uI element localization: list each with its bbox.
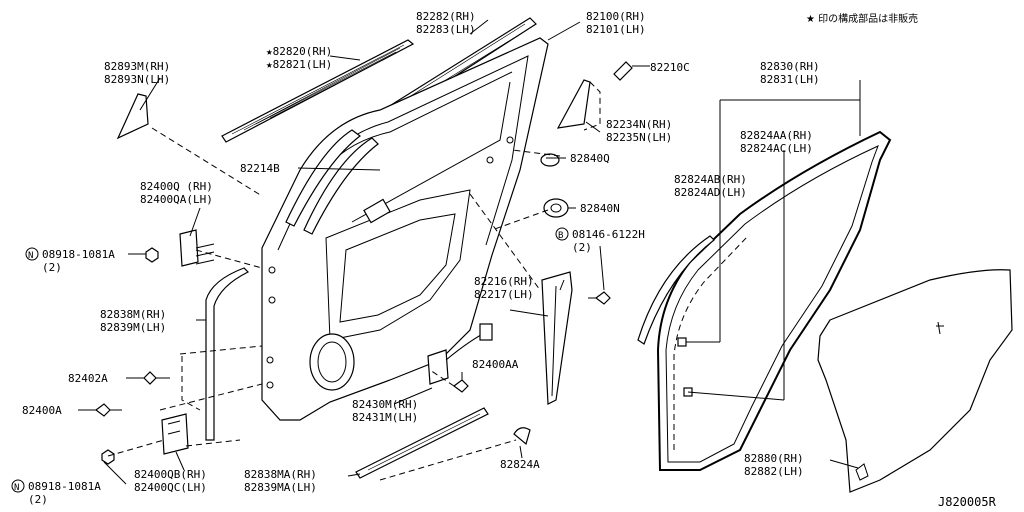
nut-upper-icon bbox=[145, 247, 159, 263]
label-82402a: 82402A bbox=[68, 372, 108, 385]
corner-trim-82234n bbox=[556, 79, 601, 131]
door-opening-weatherstrip bbox=[637, 130, 892, 471]
rear-sash-channel bbox=[541, 271, 573, 405]
bolt-08146-icon bbox=[588, 291, 611, 305]
label-82880: 82880(RH) bbox=[744, 452, 804, 465]
door-lock-actuator bbox=[427, 323, 493, 385]
door-hinge-lower bbox=[161, 413, 189, 455]
label-82824ab: 82824AB(RH) bbox=[674, 173, 747, 186]
door-sealing-screen bbox=[817, 269, 1013, 493]
grommet-82840n-icon bbox=[543, 198, 569, 218]
bolt-82400aa-icon bbox=[453, 379, 469, 393]
label-82893m: 82893M(RH) bbox=[104, 60, 170, 73]
label-82820: ★82820(RH) bbox=[266, 45, 332, 58]
label-08146: 08146-6122H bbox=[572, 228, 645, 241]
label-82400qb: 82400QB(RH) bbox=[134, 468, 207, 481]
nut-lower-icon bbox=[101, 449, 115, 465]
label-08918-2-qty: (2) bbox=[28, 493, 48, 506]
diagram-code: J820005R bbox=[938, 495, 997, 509]
label-82101: 82101(LH) bbox=[586, 23, 646, 36]
label-08146-qty: (2) bbox=[572, 241, 592, 254]
label-82400qc: 82400QC(LH) bbox=[134, 481, 207, 494]
label-82430m: 82430M(RH) bbox=[352, 398, 418, 411]
leader-lines bbox=[78, 19, 861, 485]
bolt-82210c-icon bbox=[613, 61, 650, 81]
label-82400q: 82400Q (RH) bbox=[140, 180, 213, 193]
door-weatherstrip-front bbox=[205, 267, 250, 441]
bolt-b-badge bbox=[555, 227, 569, 241]
label-82400qa: 82400QA(LH) bbox=[140, 193, 213, 206]
belt-molding-outer bbox=[221, 39, 415, 143]
door-hinge-upper bbox=[179, 229, 215, 267]
label-82824ad: 82824AD(LH) bbox=[674, 186, 747, 199]
label-82839m: 82839M(LH) bbox=[100, 321, 166, 334]
label-82235n: 82235N(LH) bbox=[606, 131, 672, 144]
label-82838m: 82838M(RH) bbox=[100, 308, 166, 321]
label-08918-1-qty: (2) bbox=[42, 261, 62, 274]
label-82400a: 82400A bbox=[22, 404, 62, 417]
nut-n2-badge bbox=[11, 479, 25, 493]
part-labels: 82282(RH) 82283(LH) 82100(RH) 82101(LH) … bbox=[11, 10, 997, 509]
label-82431m: 82431M(LH) bbox=[352, 411, 418, 424]
label-82831: 82831(LH) bbox=[760, 73, 820, 86]
bolt-82400a-icon bbox=[95, 403, 122, 417]
label-82400aa: 82400AA bbox=[472, 358, 519, 371]
label-82234n: 82234N(RH) bbox=[606, 118, 672, 131]
label-82840q: 82840Q bbox=[570, 152, 610, 165]
bolt-82402a-icon bbox=[143, 371, 170, 385]
clip-82824ab-icon bbox=[677, 337, 693, 397]
non-sale-note: ★ 印の構成部品は非販売 bbox=[806, 12, 918, 25]
clip-82840q-icon bbox=[540, 153, 560, 167]
label-82893n: 82893N(LH) bbox=[104, 73, 170, 86]
label-08918-2: 08918-1081A bbox=[28, 480, 101, 493]
label-82824a: 82824A bbox=[500, 458, 540, 471]
rear-filler-trim bbox=[116, 93, 149, 140]
label-82216: 82216(RH) bbox=[474, 275, 534, 288]
assembly-dash-lines bbox=[107, 127, 561, 481]
lower-door-molding bbox=[355, 407, 489, 479]
label-82282: 82282(RH) bbox=[416, 10, 476, 23]
nut-n1-badge bbox=[25, 247, 39, 261]
label-82824aa: 82824AA(RH) bbox=[740, 129, 813, 142]
label-nut-n2: N bbox=[14, 483, 19, 493]
label-82214b: 82214B bbox=[240, 162, 280, 175]
label-82840n: 82840N bbox=[580, 202, 620, 215]
label-82821: ★82821(LH) bbox=[266, 58, 332, 71]
clip-82824a-icon bbox=[513, 427, 531, 446]
label-82100: 82100(RH) bbox=[586, 10, 646, 23]
label-82838ma: 82838MA(RH) bbox=[244, 468, 317, 481]
label-82210c: 82210C bbox=[650, 61, 690, 74]
label-82882: 82882(LH) bbox=[744, 465, 804, 478]
label-08918-1: 08918-1081A bbox=[42, 248, 115, 261]
label-82839ma: 82839MA(LH) bbox=[244, 481, 317, 494]
label-82217: 82217(LH) bbox=[474, 288, 534, 301]
label-82830: 82830(RH) bbox=[760, 60, 820, 73]
door-sash-edge bbox=[285, 129, 379, 235]
label-82824ac: 82824AC(LH) bbox=[740, 142, 813, 155]
label-82283: 82283(LH) bbox=[416, 23, 476, 36]
label-bolt-b: B bbox=[558, 231, 563, 241]
label-nut-n1: N bbox=[28, 251, 33, 261]
